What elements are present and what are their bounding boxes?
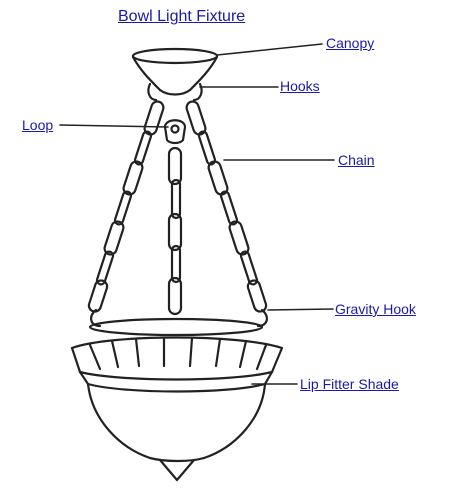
label-lip-fitter-shade: Lip Fitter Shade <box>300 376 399 392</box>
label-chain: Chain <box>338 152 375 168</box>
right-chain <box>185 100 268 313</box>
hooks-part <box>147 82 203 102</box>
label-gravity-hook: Gravity Hook <box>335 301 416 317</box>
fitter-ring <box>88 317 264 337</box>
left-chain <box>87 100 165 313</box>
loop-part <box>163 119 187 145</box>
label-hooks: Hooks <box>280 78 320 94</box>
leader-lines <box>59 43 335 385</box>
label-canopy: Canopy <box>326 35 375 51</box>
diagram-title: Bowl Light Fixture <box>118 8 246 25</box>
lip-fitter-shade-part <box>70 336 284 482</box>
label-loop: Loop <box>22 117 54 133</box>
canopy-part <box>131 47 219 96</box>
center-chain <box>167 146 183 316</box>
